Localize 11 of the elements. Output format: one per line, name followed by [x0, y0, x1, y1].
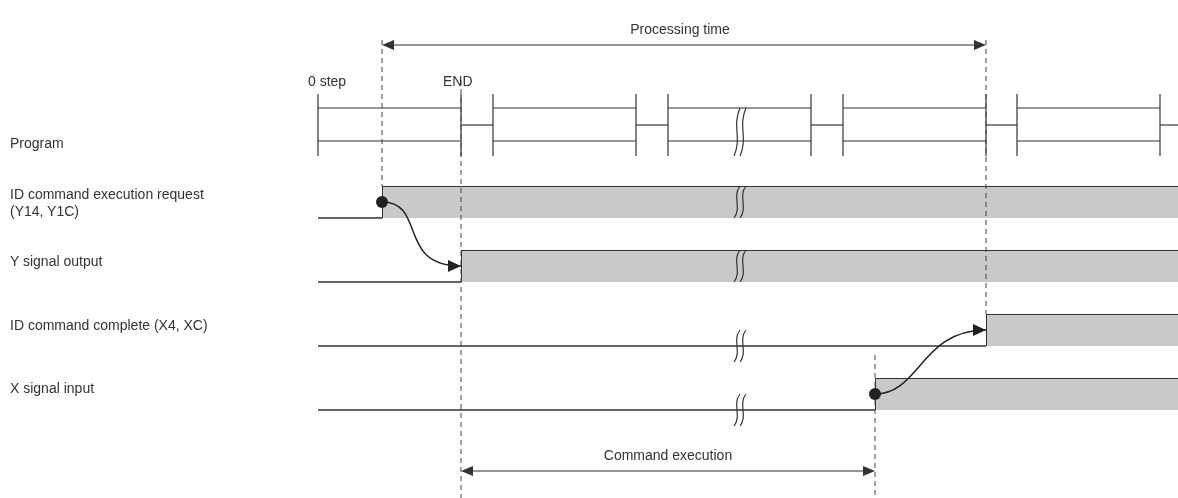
text-label: END: [443, 73, 473, 90]
signal-high-bar: [986, 314, 1178, 346]
signal-high-bar: [461, 250, 1178, 282]
text-label: 0 step: [308, 73, 347, 90]
signal-high-bar: [382, 186, 1178, 218]
text-label: X signal input: [10, 380, 95, 397]
text-label: ID command complete (X4, XC): [10, 317, 208, 334]
text-label: Program: [10, 135, 64, 152]
signal-high-bar: [875, 378, 1178, 410]
text-label: ID command execution request (Y14, Y1C): [10, 186, 205, 220]
text-label: Y signal output: [10, 253, 103, 270]
